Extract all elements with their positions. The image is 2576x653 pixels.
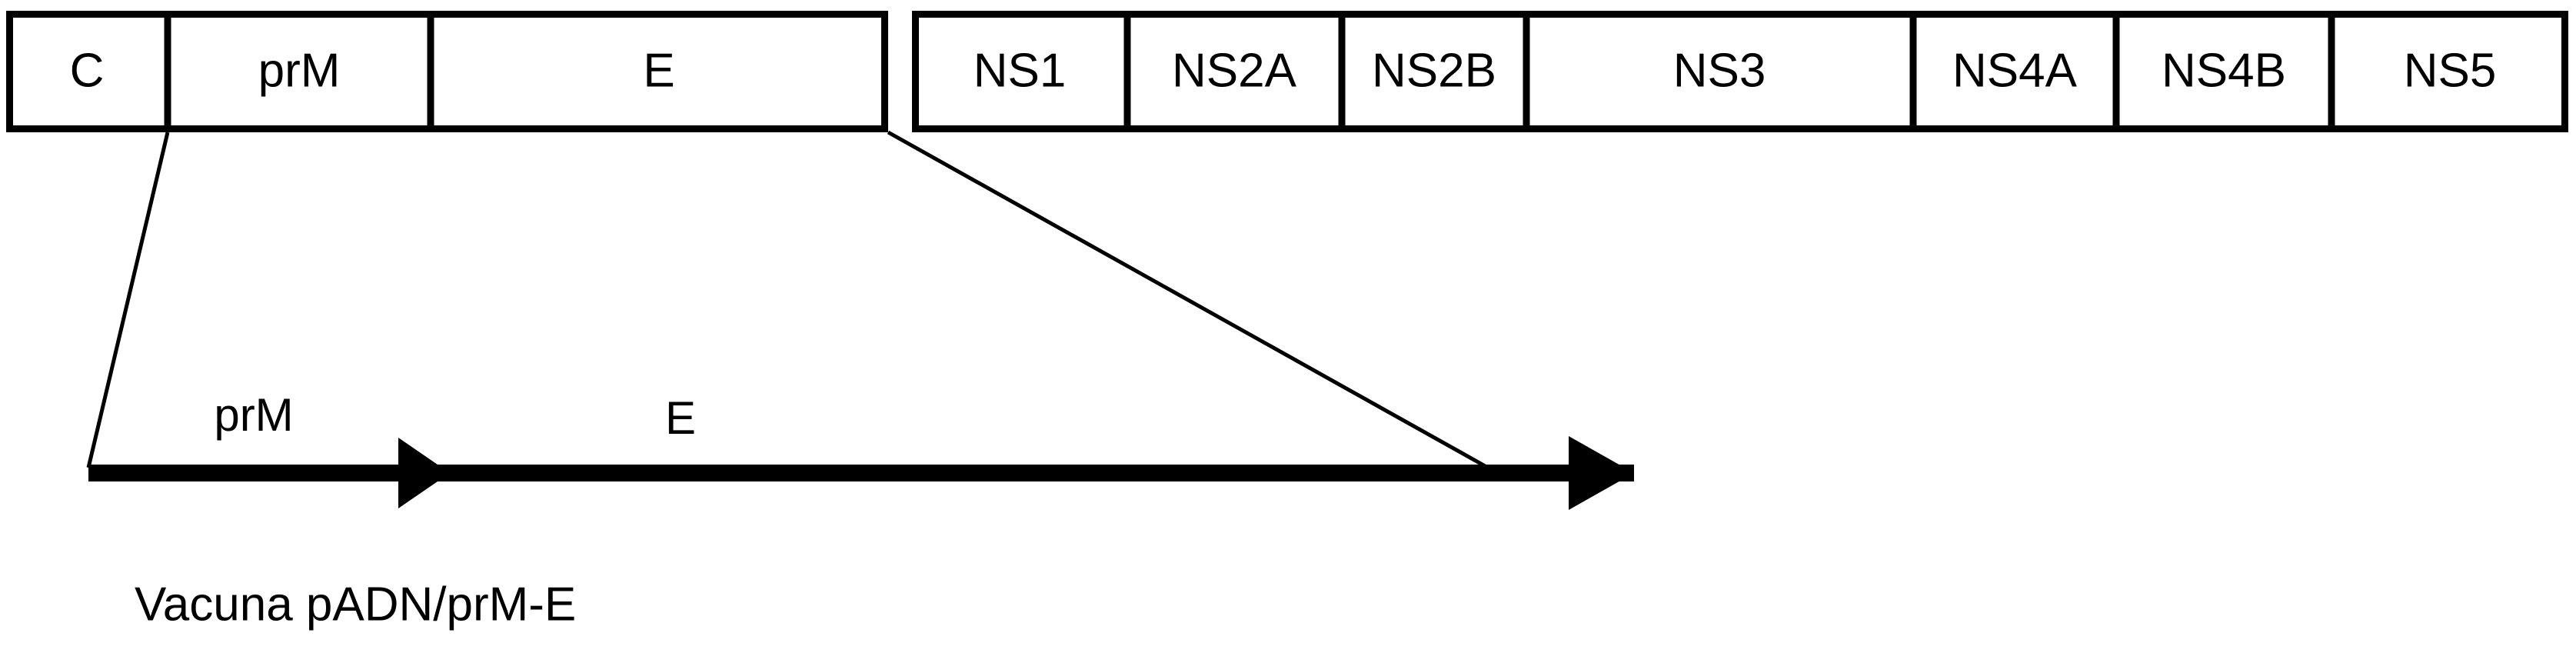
nonstructural-gene-group: NS1 NS2A NS2B NS3 NS4A NS4B NS5	[912, 11, 2568, 132]
gene-label-ns5: NS5	[2404, 44, 2497, 97]
construct-label-e: E	[665, 392, 696, 444]
arrowhead-prm-icon	[398, 438, 450, 508]
gene-label-c: C	[70, 44, 105, 97]
gene-label-ns4b: NS4B	[2162, 44, 2286, 97]
construct-caption: Vacuna pADN/prM-E	[135, 578, 576, 631]
gene-label-ns3: NS3	[1673, 44, 1766, 97]
gene-label-ns1: NS1	[973, 44, 1067, 97]
leader-line-right	[887, 130, 1489, 470]
gene-label-prm: prM	[258, 44, 341, 97]
gene-label-ns4a: NS4A	[1952, 44, 2078, 97]
structural-group-outline	[6, 11, 888, 132]
leader-line-left	[86, 132, 170, 468]
gene-label-e: E	[643, 44, 674, 97]
construct-label-prm: prM	[214, 389, 293, 441]
nonstructural-group-outline	[912, 11, 2568, 132]
gene-label-ns2a: NS2A	[1172, 44, 1297, 97]
structural-gene-group: C prM E	[6, 11, 888, 132]
gene-label-ns2b: NS2B	[1372, 44, 1496, 97]
construct-arrow-shaft	[88, 465, 1634, 481]
arrowhead-e-icon	[1569, 436, 1634, 510]
callout-leader-lines	[86, 130, 1489, 470]
vaccine-construct-arrow: prM E	[88, 389, 1634, 510]
